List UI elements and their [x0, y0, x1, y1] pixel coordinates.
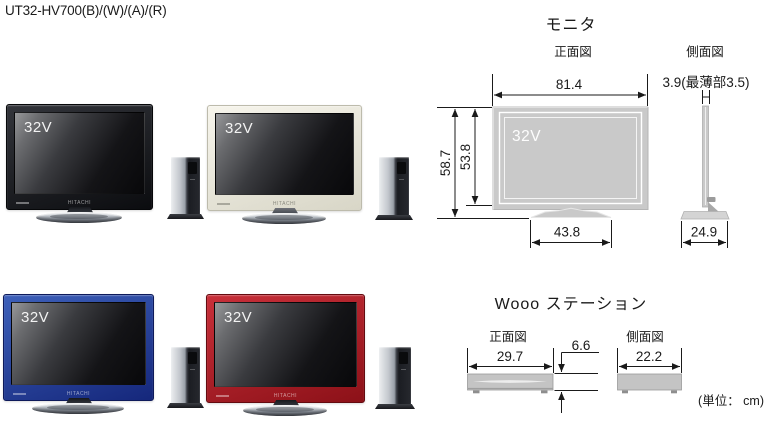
size-label: 32V	[21, 309, 50, 326]
station-base	[167, 214, 204, 219]
station-base	[375, 404, 415, 409]
unit-note: (単位： cm)	[698, 393, 764, 408]
station-base	[167, 403, 204, 408]
monitor-depth-value: 3.9(最薄部3.5)	[662, 75, 749, 90]
monitor-stand-drawing	[530, 207, 612, 218]
station-front-drawing	[467, 373, 554, 394]
station-slot	[188, 352, 197, 364]
wooo-badge	[13, 393, 26, 395]
monitor-screen-size-label: 32V	[512, 128, 541, 145]
tv-stand-neck	[272, 400, 300, 407]
tv-screen: 32V	[14, 112, 145, 194]
tv-stand-base	[36, 212, 122, 223]
station-side-drawing	[617, 373, 682, 394]
station-title: Wooo ステーション	[495, 296, 648, 313]
tv-stand-neck	[271, 208, 299, 215]
tv-stand-neck	[66, 207, 94, 214]
station-side-view-label: 側面図	[626, 330, 664, 344]
monitor-front-view-label: 正面図	[554, 45, 592, 59]
brand-logo: HITACHI	[66, 391, 91, 397]
tv-bezel: 32V HITACHI	[3, 294, 154, 401]
monitor-side-view-label: 側面図	[686, 45, 724, 59]
tv-screen: 32V	[11, 302, 146, 385]
station-slot	[397, 162, 406, 174]
tv-stand-base	[243, 405, 327, 416]
station-photo-2	[375, 157, 413, 220]
tv-photo-blue: 32V HITACHI	[3, 294, 154, 418]
brand-logo: HITACHI	[67, 200, 92, 206]
monitor-total-height-value: 58.7	[438, 150, 453, 176]
tv-bezel: 32V HITACHI	[206, 294, 365, 403]
station-diagram: Wooo ステーション 正面図 側面図 29.7 6.6	[467, 296, 764, 413]
wooo-badge	[216, 395, 229, 397]
tv-screen: 32V	[215, 113, 354, 195]
station-photo-4	[375, 347, 415, 409]
monitor-panel-height-value: 53.8	[458, 144, 473, 170]
tv-photo-red: 32V HITACHI	[206, 294, 365, 420]
tv-bezel: 32V HITACHI	[207, 105, 362, 211]
tv-stand-neck	[65, 398, 93, 405]
tv-photo-white: 32V HITACHI	[207, 105, 362, 228]
station-detail	[190, 179, 195, 180]
station-depth-value: 22.2	[636, 349, 662, 364]
station-width-value: 29.7	[497, 349, 523, 364]
wooo-badge	[217, 203, 230, 205]
station-body	[379, 347, 411, 405]
station-body	[171, 157, 200, 215]
station-height-value: 6.6	[572, 338, 591, 353]
station-slot	[399, 352, 408, 364]
size-label: 32V	[225, 120, 254, 137]
tv-stand-base	[32, 403, 124, 414]
brand-logo: HITACHI	[273, 393, 298, 399]
dimension-diagrams: モニタ 正面図 側面図 81.4 32V	[437, 16, 764, 413]
tv-photo-black: 32V HITACHI	[6, 104, 153, 227]
station-front-view-label: 正面図	[489, 330, 527, 344]
station-detail	[399, 179, 404, 180]
station-body	[379, 157, 409, 216]
station-detail	[190, 369, 195, 370]
size-label: 32V	[24, 119, 53, 136]
station-base	[375, 215, 413, 220]
monitor-base-depth-value: 24.9	[691, 225, 717, 240]
station-photo-3	[167, 347, 204, 408]
monitor-front-drawing: 32V	[492, 106, 649, 218]
monitor-side-drawing: 3.9(最薄部3.5)	[662, 75, 750, 220]
station-photo-1	[167, 157, 204, 219]
wooo-badge	[16, 202, 29, 204]
size-label: 32V	[224, 309, 253, 326]
monitor-stand-width-value: 43.8	[554, 225, 580, 240]
page-title: UT32-HV700(B)/(W)/(A)/(R)	[5, 3, 167, 18]
tv-screen: 32V	[214, 302, 357, 387]
monitor-diagram: モニタ 正面図 側面図 81.4 32V	[437, 16, 750, 248]
monitor-title: モニタ	[545, 16, 596, 34]
station-slot	[188, 162, 197, 174]
monitor-width-value: 81.4	[556, 77, 583, 92]
tv-stand-base	[242, 213, 326, 224]
station-body	[171, 347, 200, 404]
station-detail	[401, 369, 406, 370]
tv-bezel: 32V HITACHI	[6, 104, 153, 210]
brand-logo: HITACHI	[272, 201, 297, 207]
